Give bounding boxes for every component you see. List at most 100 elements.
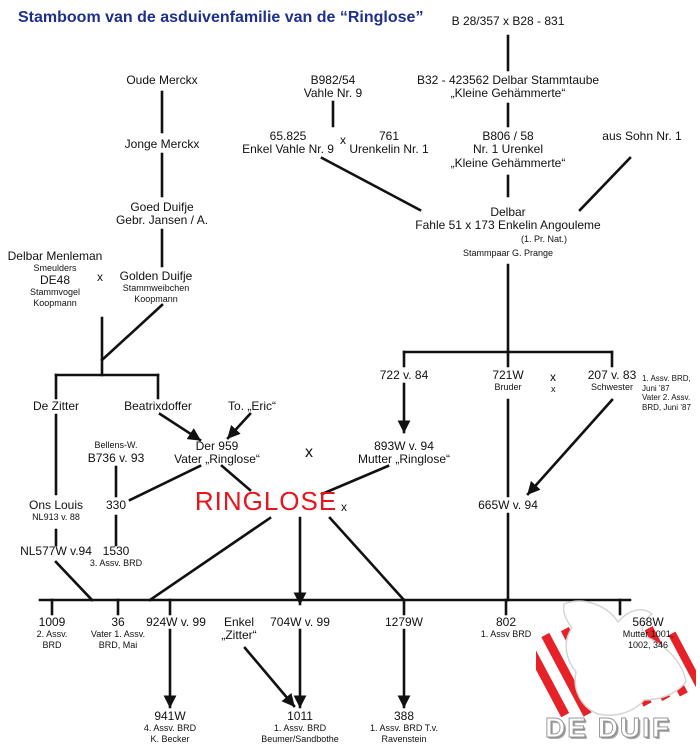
node-delbar: Delbar Fahle 51 x 173 Enkelin Angouleme — [415, 205, 601, 233]
node-text: Der 959 — [195, 439, 239, 453]
node-text: Delbar Menleman — [7, 249, 103, 263]
node-text: Goed Duifje — [130, 200, 194, 214]
node-text: „Zitter“ — [221, 628, 257, 643]
node-text: Mutter 1001, — [622, 629, 674, 640]
node-722: 722 v. 84 — [379, 368, 429, 382]
node-text: 802 — [495, 615, 517, 629]
node-text: 1. Assv. BRD T.v. — [369, 723, 439, 734]
node-text: 1. Assv. BRD — [273, 723, 327, 734]
node-text: Golden Duifje — [119, 269, 193, 283]
node-text: 761 — [378, 129, 400, 143]
node-665w: 665W v. 94 — [478, 498, 538, 512]
node-text: Vahle Nr. 9 — [303, 86, 363, 101]
node-text: B32 - 423562 Delbar Stammtaube — [416, 73, 600, 87]
node-text: Beatrixdoffer — [124, 399, 192, 413]
node-text: Vater 2. Assv. — [642, 393, 691, 403]
node-text: Vater „Ringlose“ — [174, 452, 260, 467]
node-text: Stammweibchen — [122, 283, 190, 294]
cross-symbol: x — [340, 133, 346, 147]
node-text: Beumer/Sandbothe — [261, 733, 339, 744]
node-delbar-menleman: Delbar Menleman Smeulders DE48 Stammvoge… — [7, 249, 103, 308]
node-388: 388 1. Assv. BRD T.v. Ravenstein — [369, 709, 439, 744]
node-ons-louis: Ons Louis NL913 v. 88 — [28, 498, 84, 523]
node-text: Delbar — [490, 205, 526, 219]
page-title: Stamboom van de asduivenfamilie van de “… — [18, 9, 424, 26]
cross-symbol: x — [341, 500, 347, 514]
node-text: To. „Eric“ — [228, 399, 276, 413]
node-text: B806 / 58 — [482, 129, 534, 143]
node-nl577w: NL577W v.94 — [20, 544, 92, 558]
node-golden-duifje: Golden Duifje Stammweibchen Koopmann — [119, 269, 193, 304]
node-text: Ons Louis — [28, 498, 84, 512]
pigeon-logo-icon — [536, 600, 696, 718]
node-delbar-breeder: Stammpaar G. Prange — [462, 248, 554, 258]
cross-symbol: x — [551, 384, 556, 394]
node-text: K. Becker — [150, 733, 190, 744]
node-delbar-note: (1. Pr. Nat.) — [520, 234, 568, 244]
node-text: 3. Assv. BRD — [89, 558, 143, 569]
node-text: Jonge Merckx — [124, 137, 200, 151]
node-text: DE48 — [39, 272, 71, 287]
node-text: NL913 v. 88 — [32, 512, 80, 523]
node-text: Schwester — [590, 382, 634, 393]
node-b32: B32 - 423562 Delbar Stammtaube„Kleine Ge… — [416, 73, 600, 101]
node-text: 665W v. 94 — [478, 498, 538, 512]
cross-symbol: x — [305, 444, 313, 461]
node-text: Juni ’87 — [642, 383, 670, 393]
node-text: 893W v. 94 — [374, 439, 434, 453]
node-text: 1009 — [38, 615, 66, 629]
node-330: 330 — [106, 498, 126, 512]
node-568w: 568W Mutter 1001, 1002, 346 — [622, 615, 674, 650]
node-eric: To. „Eric“ — [228, 399, 276, 413]
node-941w: 941W 4. Assv. BRD K. Becker — [143, 709, 197, 744]
node-text: Gebr. Jansen / A. — [115, 213, 209, 228]
node-text: 1. Assv. BRD, — [642, 374, 691, 383]
node-text: De Zitter — [32, 399, 80, 413]
node-aus-sohn: aus Sohn Nr. 1 — [602, 129, 682, 143]
node-de-zitter: De Zitter — [32, 399, 80, 413]
node-text: 388 — [393, 709, 415, 723]
node-text: Stammvogel — [29, 287, 81, 298]
node-text: 1011 — [287, 709, 313, 723]
node-enkel-zitter: Enkel„Zitter“ — [221, 615, 257, 643]
ringlose-title: RINGLOSE — [194, 486, 338, 516]
node-text: Oude Merckx — [126, 73, 198, 87]
node-text: Enkel — [223, 615, 255, 629]
node-1009: 1009 2. Assv. BRD — [36, 615, 68, 650]
node-text: 722 v. 84 — [379, 368, 429, 382]
node-oude-merckx: Oude Merckx — [126, 73, 198, 87]
node-text: Koopmann — [33, 297, 77, 308]
node-text: 1530 — [102, 544, 130, 558]
node-text: Fahle 51 x 173 Enkelin Angouleme — [415, 218, 601, 233]
node-text: 1002, 346 — [627, 639, 669, 650]
node-text: Ravenstein — [381, 733, 427, 744]
node-text: 721W — [492, 368, 524, 382]
node-text: BRD — [42, 639, 62, 650]
node-text: Nr. 1 Urenkel — [472, 142, 544, 157]
node-704w: 704W v. 99 — [270, 615, 330, 629]
node-text: 1279W — [384, 615, 424, 629]
node-b736: B736 v. 93 — [87, 451, 145, 465]
node-text: aus Sohn Nr. 1 — [602, 129, 682, 143]
node-text: 2. Assv. — [36, 629, 68, 640]
node-text: Enkel Vahle Nr. 9 — [242, 142, 334, 157]
logo-text: DE DUIF — [545, 712, 671, 744]
node-b28: B 28/357 x B28 - 831 — [452, 14, 565, 28]
node-text: 4. Assv. BRD — [143, 723, 197, 734]
node-721w: 721W Bruder — [492, 368, 524, 393]
node-text: B736 v. 93 — [87, 451, 145, 465]
node-text: NL577W v.94 — [20, 544, 92, 558]
cross-symbol: x — [550, 370, 556, 384]
node-text: Bruder — [494, 382, 522, 393]
node-beatrixdoffer: Beatrixdoffer — [124, 399, 192, 413]
node-text: Vater 1. Assv. — [90, 629, 146, 640]
node-text: Urenkelin Nr. 1 — [349, 142, 429, 157]
cross-symbol: x — [97, 270, 103, 284]
node-text: BRD, Mai — [98, 639, 138, 650]
node-text: BRD, Juni ’87 — [642, 402, 691, 412]
